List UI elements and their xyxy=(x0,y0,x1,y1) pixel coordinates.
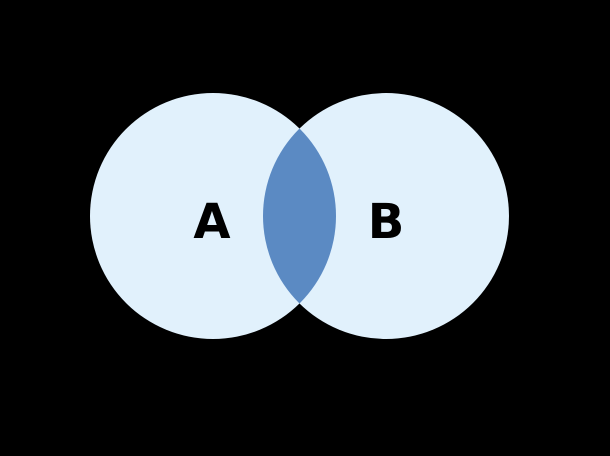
set-b-circle xyxy=(263,93,509,339)
set-a-label: A xyxy=(193,194,230,250)
set-b-label: B xyxy=(368,194,405,250)
set-a-circle xyxy=(90,93,336,339)
